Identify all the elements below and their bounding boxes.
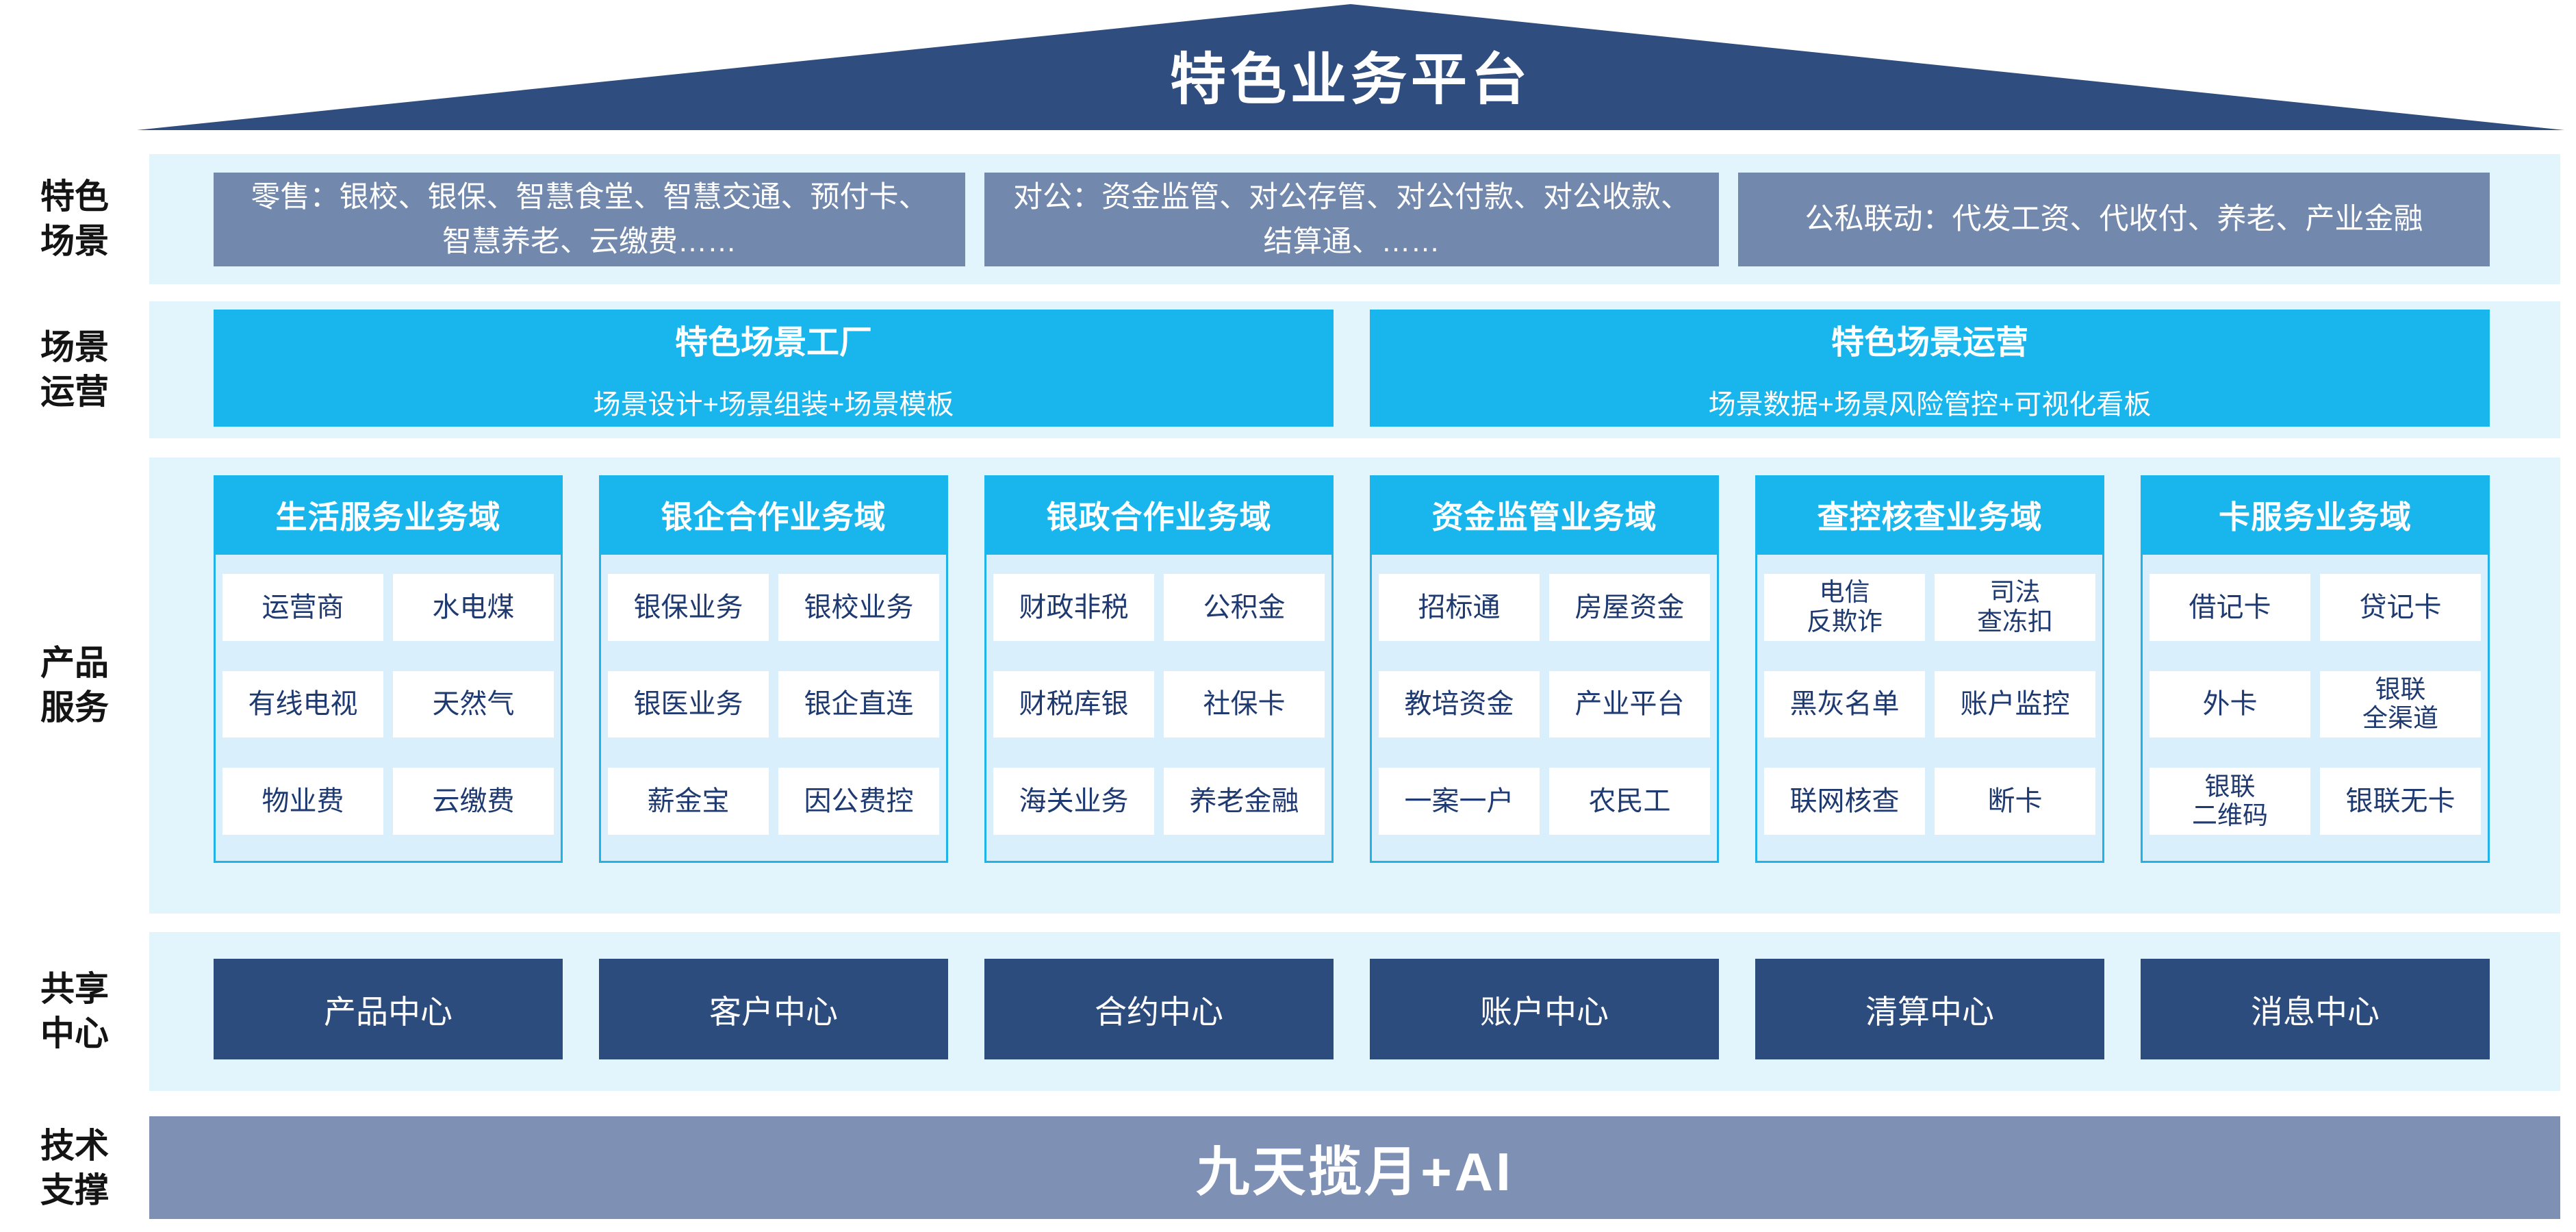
ops-box-title: 特色场景运营 [1831, 324, 2028, 361]
row-label-operations: 场景 运营 [40, 328, 109, 411]
product-column-bank-government: 银政合作业务域 财政非税 公积金 财税库银 社保卡 海关业务 养老金融 [984, 475, 1334, 863]
product-cell: 房屋资金 [1549, 574, 1710, 641]
product-cell: 海关业务 [993, 768, 1154, 835]
product-cell: 财税库银 [993, 670, 1154, 738]
ops-box-subtitle: 场景设计+场景组装+场景模板 [593, 389, 954, 420]
product-cell: 物业费 [222, 768, 383, 835]
column-body: 运营商 水电煤 有线电视 天然气 物业费 云缴费 [214, 555, 563, 863]
product-cell: 云缴费 [393, 768, 554, 835]
product-cell: 产业平台 [1549, 670, 1710, 738]
product-cell: 运营商 [222, 574, 383, 641]
column-header: 银政合作业务域 [984, 475, 1334, 555]
product-cell: 断卡 [1935, 768, 2095, 835]
center-box-message: 消息中心 [2141, 959, 2490, 1059]
column-header: 资金监管业务域 [1370, 475, 1719, 555]
product-cell: 教培资金 [1379, 670, 1540, 738]
ops-box-scene-factory: 特色场景工厂 场景设计+场景组装+场景模板 [214, 310, 1334, 427]
ops-box-subtitle: 场景数据+场景风险管控+可视化看板 [1708, 389, 2152, 420]
product-cell: 养老金融 [1164, 768, 1325, 835]
row-label-scene: 特色 场景 [40, 177, 109, 260]
product-cell: 水电煤 [393, 574, 554, 641]
product-column-fund-supervision: 资金监管业务域 招标通 房屋资金 教培资金 产业平台 一案一户 农民工 [1370, 475, 1719, 863]
product-cell: 因公费控 [778, 768, 939, 835]
column-header: 银企合作业务域 [599, 475, 948, 555]
column-header: 卡服务业务域 [2141, 475, 2490, 555]
center-box-customer: 客户中心 [599, 959, 948, 1059]
scene-box-corporate: 对公：资金监管、对公存管、对公付款、对公收款、结算通、…… [984, 173, 1719, 266]
product-cell: 农民工 [1549, 768, 1710, 835]
product-column-bank-enterprise: 银企合作业务域 银保业务 银校业务 银医业务 银企直连 薪金宝 因公费控 [599, 475, 948, 863]
product-column-card-services: 卡服务业务域 借记卡 贷记卡 外卡 银联 全渠道 银联 二维码 银联无卡 [2141, 475, 2490, 863]
product-cell: 有线电视 [222, 670, 383, 738]
center-box-account: 账户中心 [1370, 959, 1719, 1059]
product-column-life-services: 生活服务业务域 运营商 水电煤 有线电视 天然气 物业费 云缴费 [214, 475, 563, 863]
product-cell: 银医业务 [608, 670, 769, 738]
platform-title: 特色业务平台 [1169, 49, 1531, 111]
ops-box-title: 特色场景工厂 [674, 324, 872, 361]
product-cell: 银联 全渠道 [2320, 670, 2481, 738]
product-cell: 一案一户 [1379, 768, 1540, 835]
product-column-inquiry-control: 查控核查业务域 电信 反欺诈 司法 查冻扣 黑灰名单 账户监控 联网核查 断卡 [1755, 475, 2104, 863]
row-label-products: 产品 服务 [40, 644, 109, 727]
product-cell: 银企直连 [778, 670, 939, 738]
product-cell: 招标通 [1379, 574, 1540, 641]
product-cell: 借记卡 [2150, 574, 2310, 641]
center-box-clearing: 清算中心 [1755, 959, 2104, 1059]
product-cell: 黑灰名单 [1764, 670, 1925, 738]
product-cell: 贷记卡 [2320, 574, 2481, 641]
product-cell: 社保卡 [1164, 670, 1325, 738]
product-cell: 联网核查 [1764, 768, 1925, 835]
product-cell: 财政非税 [993, 574, 1154, 641]
column-header: 查控核查业务域 [1755, 475, 2104, 555]
product-cell: 司法 查冻扣 [1935, 574, 2095, 641]
product-cell: 公积金 [1164, 574, 1325, 641]
scene-box-retail: 零售：银校、银保、智慧食堂、智慧交通、预付卡、智慧养老、云缴费…… [214, 173, 965, 266]
column-header: 生活服务业务域 [214, 475, 563, 555]
product-cell: 电信 反欺诈 [1764, 574, 1925, 641]
product-cell: 银联无卡 [2320, 768, 2481, 835]
column-body: 电信 反欺诈 司法 查冻扣 黑灰名单 账户监控 联网核查 断卡 [1755, 555, 2104, 863]
ops-box-scene-operation: 特色场景运营 场景数据+场景风险管控+可视化看板 [1370, 310, 2490, 427]
product-cell: 账户监控 [1935, 670, 2095, 738]
scene-box-linkage: 公私联动：代发工资、代收付、养老、产业金融 [1738, 173, 2490, 266]
column-body: 财政非税 公积金 财税库银 社保卡 海关业务 养老金融 [984, 555, 1334, 863]
column-body: 银保业务 银校业务 银医业务 银企直连 薪金宝 因公费控 [599, 555, 948, 863]
column-body: 借记卡 贷记卡 外卡 银联 全渠道 银联 二维码 银联无卡 [2141, 555, 2490, 863]
product-cell: 天然气 [393, 670, 554, 738]
column-body: 招标通 房屋资金 教培资金 产业平台 一案一户 农民工 [1370, 555, 1719, 863]
product-cell: 薪金宝 [608, 768, 769, 835]
product-cell: 银保业务 [608, 574, 769, 641]
product-cell: 银联 二维码 [2150, 768, 2310, 835]
tech-support-bar: 九天揽月+AI [149, 1116, 2560, 1219]
center-box-contract: 合约中心 [984, 959, 1334, 1059]
platform-roof: 特色业务平台 [137, 4, 2564, 130]
product-cell: 银校业务 [778, 574, 939, 641]
row-label-tech: 技术 支撑 [40, 1127, 109, 1209]
center-box-product: 产品中心 [214, 959, 563, 1059]
product-cell: 外卡 [2150, 670, 2310, 738]
row-label-centers: 共享 中心 [40, 970, 109, 1053]
